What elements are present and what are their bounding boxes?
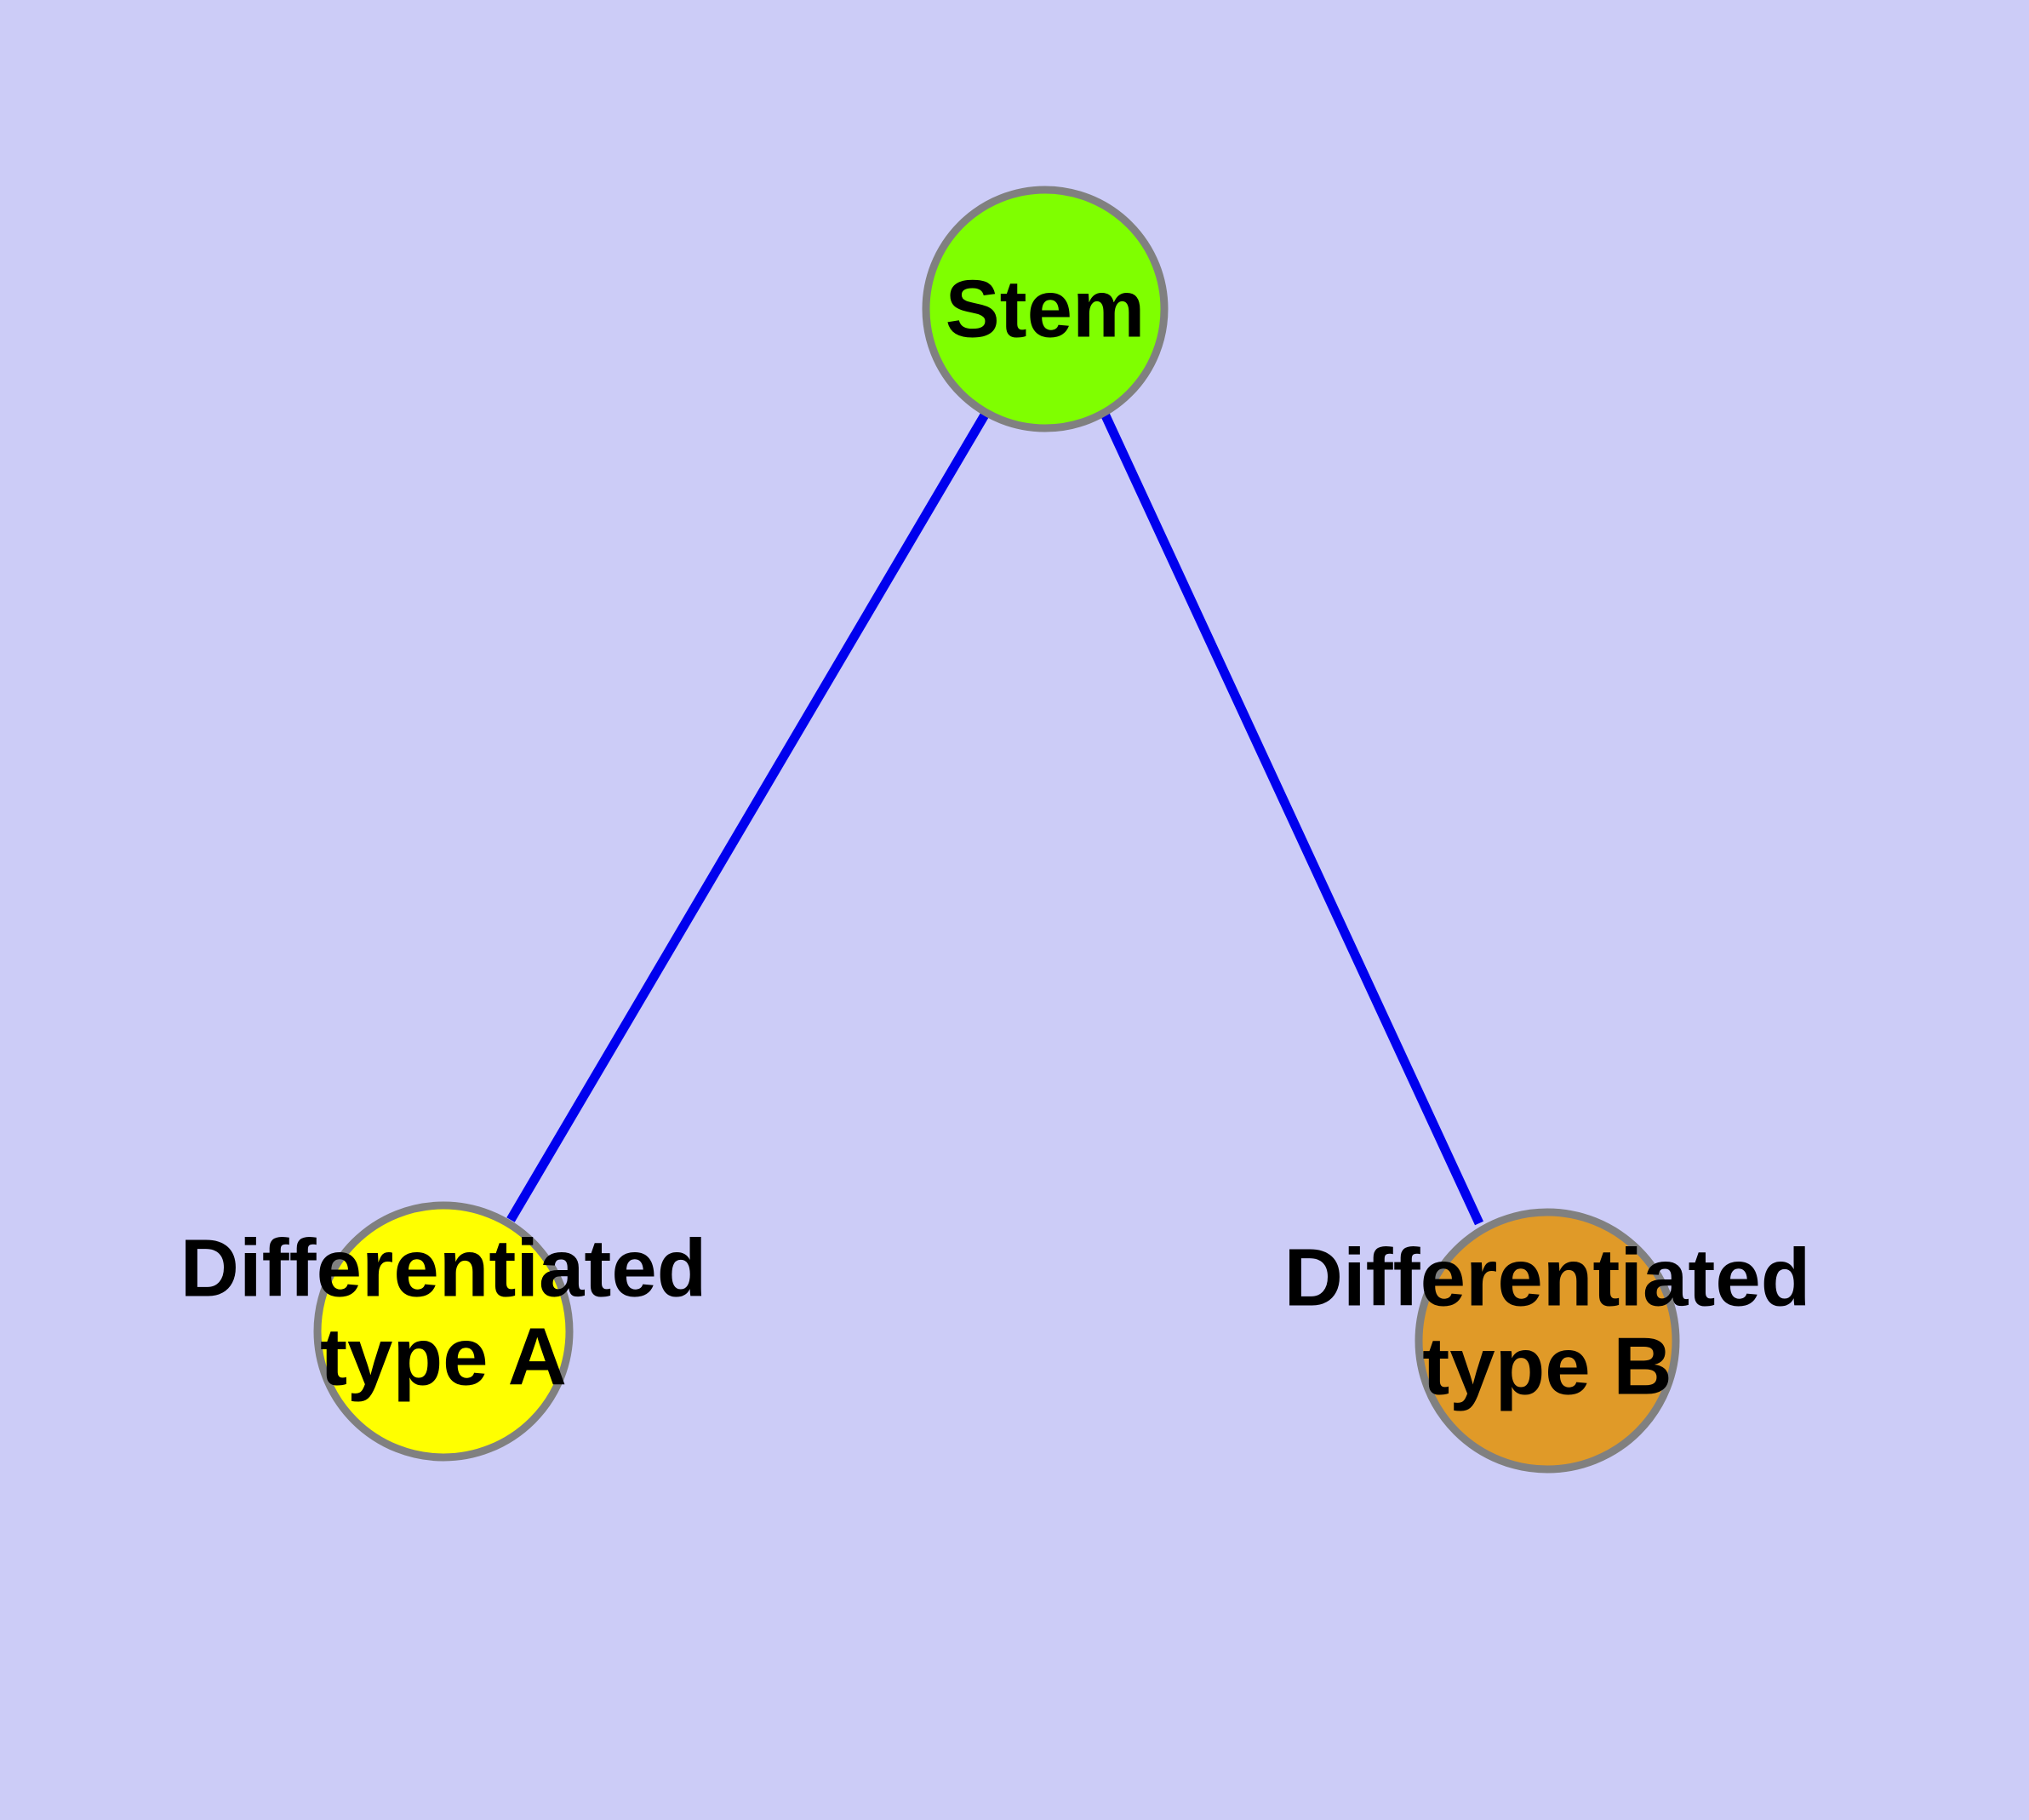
graph-edge bbox=[1100, 409, 1483, 1226]
node-label-line: Differentiated bbox=[180, 1223, 707, 1314]
node-circle-diff-a[interactable] bbox=[313, 1201, 574, 1462]
graph-edge bbox=[506, 409, 991, 1222]
edges-layer bbox=[506, 409, 1483, 1226]
node-label-line: type B bbox=[1422, 1321, 1672, 1412]
node-circle-diff-b[interactable] bbox=[1415, 1208, 1680, 1474]
node-label-line: Stem bbox=[946, 264, 1146, 355]
graph-node-stem[interactable]: Stem bbox=[922, 186, 1169, 432]
node-circle-stem[interactable] bbox=[922, 186, 1169, 432]
node-label-line: type A bbox=[320, 1312, 567, 1403]
node-label-stem: Stem bbox=[946, 264, 1146, 355]
node-label-line: Differentiated bbox=[1284, 1233, 1811, 1324]
